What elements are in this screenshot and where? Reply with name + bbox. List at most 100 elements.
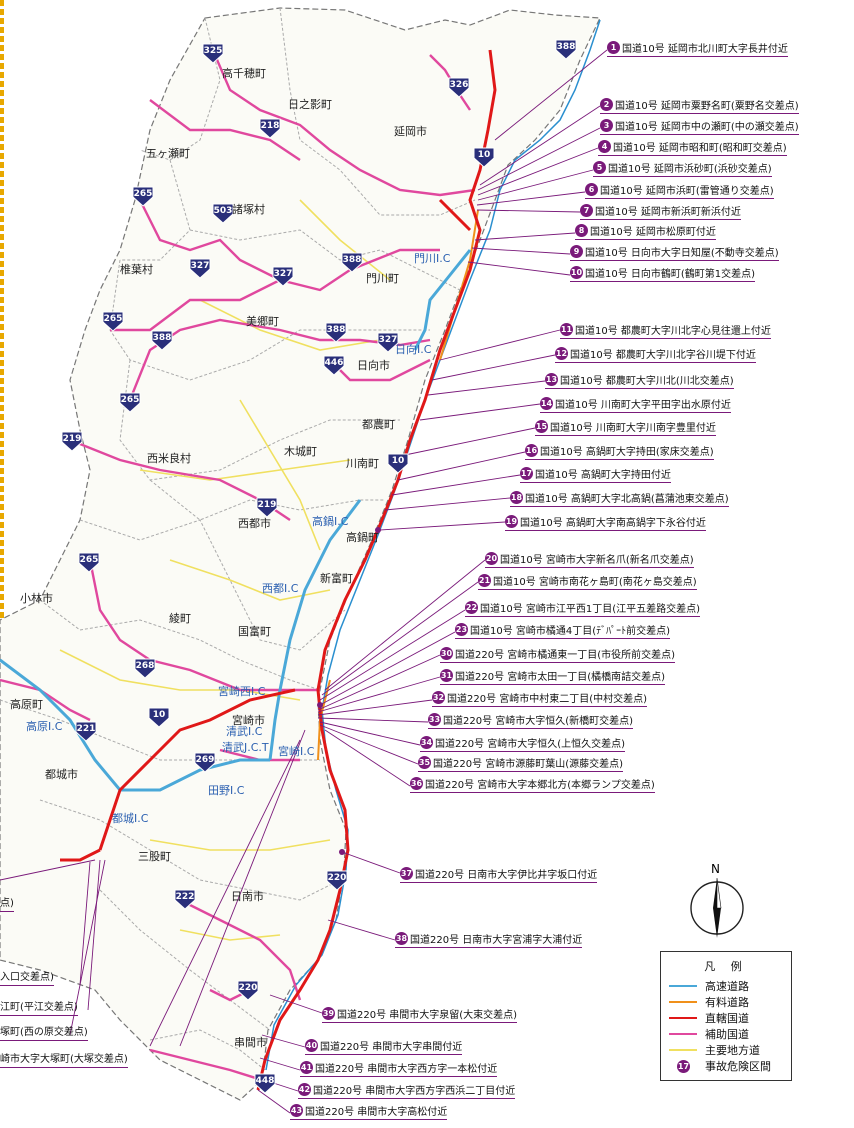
callout-text: 国道10号 高鍋町大字持田(家床交差点) [540, 447, 714, 458]
route-shield-number: 448 [256, 1076, 275, 1086]
legend-item-danger-section: 17 事故危険区間 [669, 1058, 791, 1074]
place-label: 川南町 [346, 457, 379, 470]
place-label: 綾町 [169, 612, 191, 625]
callout-number-icon: 17 [520, 467, 533, 480]
route-shield-number: 326 [450, 80, 469, 90]
callout-text: 国道10号 高鍋町大字南高鍋字下永谷付近 [520, 518, 706, 529]
callout-number-icon: 14 [540, 397, 553, 410]
callout-text: 国道220号 串間市大字西方字西浜二丁目付近 [313, 1086, 516, 1097]
interchange-label: 宮崎I.C [278, 744, 315, 758]
route-shield-number: 265 [104, 314, 123, 324]
legend-label-danger-section: 事故危険区間 [705, 1060, 771, 1073]
route-shield-number: 388 [343, 255, 362, 265]
callout-number-icon: 38 [395, 932, 408, 945]
callout-number-icon: 36 [410, 777, 423, 790]
legend-swatch-national-route [669, 1017, 697, 1019]
route-shield-265: 265 [78, 552, 100, 573]
compass: N [686, 862, 748, 942]
callout-number-icon: 41 [300, 1061, 313, 1074]
callout-number-icon: 20 [485, 552, 498, 565]
callout-text: 国道220号 串間市大字串間付近 [320, 1042, 463, 1053]
legend-swatch-auxiliary-route [669, 1033, 697, 1035]
interchange-label: 高原I.C [26, 719, 63, 733]
legend-swatch-major-local-road [669, 1049, 697, 1051]
callout-number-icon: 43 [290, 1104, 303, 1117]
route-shield-number: 219 [63, 434, 82, 444]
legend-item-national-route: 直轄国道 [669, 1010, 791, 1026]
legend-label-national-route: 直轄国道 [705, 1012, 749, 1025]
legend-swatch-expressway [669, 985, 697, 987]
callout-text: 国道10号 川南町大字平田字出水原付近 [555, 400, 731, 411]
route-shield-388: 388 [151, 330, 173, 351]
place-label: 新富町 [320, 571, 353, 585]
cut-callout: 点) [0, 896, 14, 912]
place-label: 美郷町 [246, 314, 279, 328]
route-shield-327: 327 [272, 266, 294, 287]
callout-text: 国道220号 串間市大字高松付近 [305, 1107, 448, 1118]
legend-label-major-local-road: 主要地方道 [705, 1044, 760, 1057]
callout-number-icon: 10 [570, 266, 583, 279]
callout-text: 国道220号 宮崎市太田一丁目(橘橋南詰交差点) [455, 672, 666, 683]
callout-text: 国道10号 宮崎市江平西1丁目(江平五差路交差点) [480, 604, 701, 615]
route-shield-222: 222 [174, 889, 196, 910]
interchange-label: 宮崎西I.C [218, 684, 266, 698]
accident-markers [317, 527, 381, 855]
route-shield-269: 269 [194, 752, 216, 773]
compass-arrow-icon [690, 877, 744, 938]
callout-text: 国道10号 延岡市昭和町(昭和町交差点) [613, 143, 787, 154]
route-shield-number: 327 [191, 261, 210, 271]
legend-label-expressway: 高速道路 [705, 980, 749, 993]
national-routes [60, 49, 497, 1091]
route-shield-number: 269 [196, 755, 215, 765]
interchange-label: 田野I.C [208, 784, 245, 797]
callout-number-icon: 23 [455, 623, 468, 636]
callout-text: 国道10号 宮崎市橘通4丁目(ﾃﾞﾊﾟｰﾄ前交差点) [470, 626, 671, 637]
place-label: 木城町 [284, 445, 317, 458]
place-label: 日南市 [231, 889, 264, 903]
callout-number-icon: 12 [555, 347, 568, 360]
callout-text: 国道10号 都農町大字川北字心見往還上付近 [575, 326, 771, 337]
callout-text: 国道10号 都農町大字川北字谷川堤下付近 [570, 350, 756, 361]
route-shield-number: 327 [274, 269, 293, 279]
callout-text: 国道10号 宮崎市大字新名爪(新名爪交差点) [500, 555, 694, 566]
route-shield-388: 388 [325, 322, 347, 343]
legend-label-auxiliary-route: 補助国道 [705, 1028, 749, 1041]
cut-callout: 塚町(西の原交差点) [0, 1025, 88, 1041]
callout-number-icon: 13 [545, 373, 558, 386]
callout-number-icon: 31 [440, 669, 453, 682]
legend-danger-marker-icon: 17 [677, 1059, 690, 1073]
compass-north-label: N [711, 862, 720, 876]
cut-callout: 江町(平江交差点) [0, 1000, 78, 1016]
callout-number-icon: 22 [465, 601, 478, 614]
callout-number-icon: 16 [525, 444, 538, 457]
place-label: 日向市 [357, 358, 390, 372]
cut-callout: 入口交差点) [0, 970, 54, 986]
callout-text: 国道220号 宮崎市大字本郷北方(本郷ランプ交差点) [425, 780, 655, 791]
callout-number-icon: 37 [400, 867, 413, 880]
callout-text: 国道220号 宮崎市源藤町葉山(源藤交差点) [433, 759, 624, 770]
callout-text: 国道10号 延岡市浜町(雷管通り交差点) [600, 186, 774, 197]
callout-number-icon: 9 [570, 245, 583, 258]
route-shield-number: 220 [239, 983, 258, 993]
route-shield-number: 221 [77, 724, 96, 734]
callout-text: 国道10号 日向市鶴町(鶴町第1交差点) [585, 269, 756, 280]
route-shield-number: 388 [153, 333, 172, 343]
